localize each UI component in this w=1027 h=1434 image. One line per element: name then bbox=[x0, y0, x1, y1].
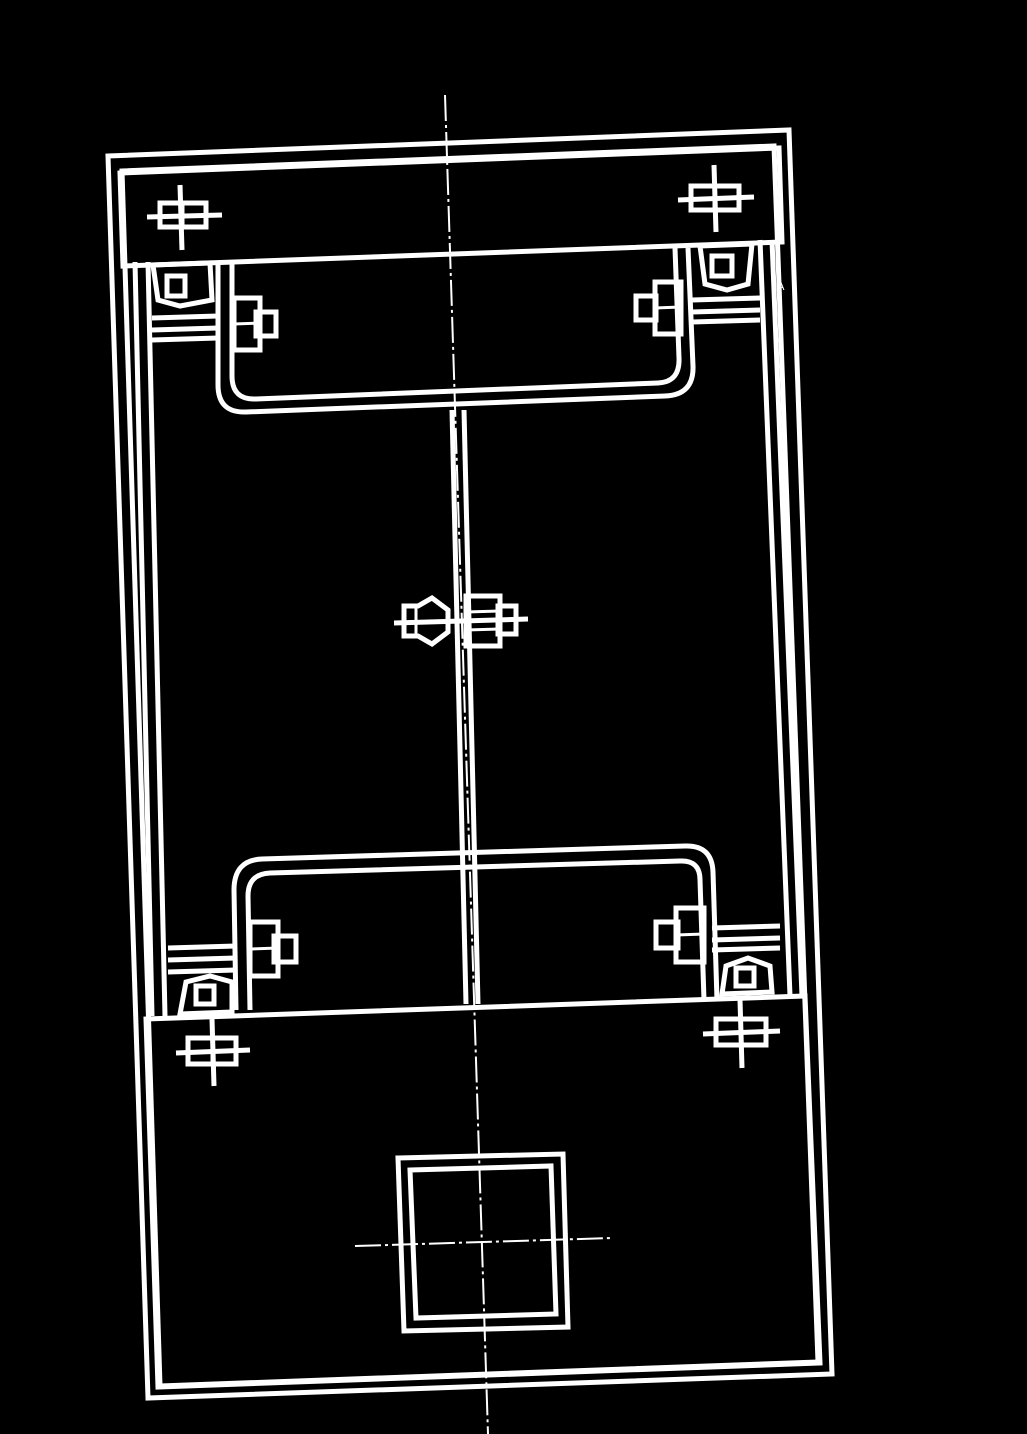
top-u-bracket bbox=[215, 247, 696, 415]
central-spine bbox=[449, 409, 481, 1005]
nut-lower-left bbox=[247, 919, 299, 979]
nut-upper-left bbox=[231, 295, 279, 353]
slide-block-bottom-left bbox=[167, 943, 237, 1017]
left-side-rail bbox=[132, 261, 168, 1017]
bolt-top-right bbox=[677, 164, 755, 233]
bottom-plate bbox=[143, 993, 823, 1390]
bolt-top-left bbox=[146, 184, 223, 251]
nut-upper-right bbox=[633, 279, 684, 337]
right-side-rail bbox=[757, 239, 805, 997]
bolt-bottom-left bbox=[175, 1018, 251, 1087]
bolt-bottom-right bbox=[702, 999, 781, 1069]
central-adjuster bbox=[393, 593, 529, 649]
nut-lower-right bbox=[653, 905, 707, 965]
section-marker-label: A bbox=[777, 280, 785, 293]
slide-block-top-right bbox=[691, 241, 761, 325]
vertical-centerline bbox=[444, 94, 489, 1434]
slide-block-top-left bbox=[150, 260, 219, 343]
square-window bbox=[354, 1151, 613, 1334]
top-plate bbox=[117, 145, 785, 269]
slide-block-bottom-right bbox=[711, 923, 781, 997]
